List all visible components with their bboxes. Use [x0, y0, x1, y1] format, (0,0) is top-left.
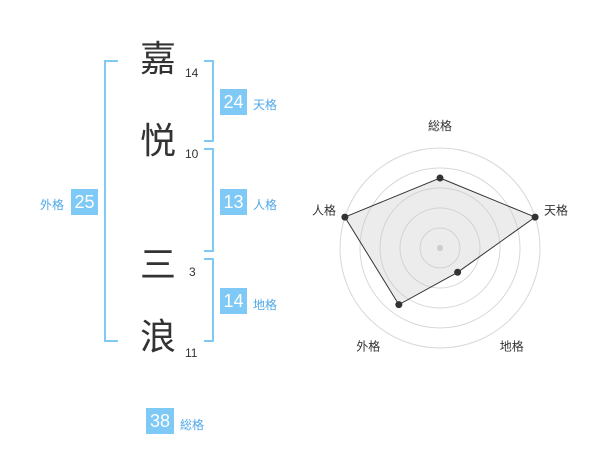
- name-char-2: 悦: [140, 121, 177, 162]
- soukaku-label: 総格: [180, 418, 205, 432]
- radar-ring: [379, 187, 501, 309]
- radar-axis-label-4: 外格: [356, 339, 380, 354]
- stroke-count-1: 14: [185, 66, 199, 80]
- soukaku-value: 38: [146, 408, 174, 434]
- jinkaku-value: 13: [220, 189, 247, 215]
- stroke-count-3: 3: [189, 265, 196, 279]
- radar-point-2: [531, 213, 539, 221]
- radar-point-3: [454, 268, 462, 276]
- radar-center-dot: [437, 245, 443, 251]
- radar-ring: [399, 207, 481, 289]
- chikaku-label: 地格: [253, 298, 278, 312]
- name-char-1: 嘉: [140, 39, 177, 80]
- jinkaku-label: 人格: [253, 198, 278, 212]
- radar-ring: [419, 227, 461, 269]
- radar-series-polygon: [344, 177, 537, 306]
- radar-point-4: [395, 301, 403, 309]
- name-char-3: 三: [140, 245, 177, 286]
- gaikaku-value: 25: [71, 189, 98, 215]
- chikaku-bracket: [204, 258, 214, 342]
- gaikaku-bracket: [104, 60, 118, 342]
- radar-point-5: [341, 213, 349, 221]
- radar-axis-label-1: 総格: [428, 118, 452, 133]
- name-char-4: 浪: [140, 317, 177, 358]
- gaikaku-label: 外格: [40, 198, 65, 212]
- chikaku-value: 14: [220, 288, 247, 314]
- stroke-count-4: 11: [185, 346, 198, 360]
- stroke-count-2: 10: [185, 147, 199, 161]
- radar-axis-label-2: 天格: [544, 202, 568, 217]
- tenkaku-bracket: [204, 60, 214, 142]
- radar-axis-label-5: 人格: [312, 202, 336, 217]
- tenkaku-value: 24: [220, 89, 247, 115]
- radar-ring: [359, 167, 521, 329]
- tenkaku-label: 天格: [253, 98, 278, 112]
- radar-point-1: [436, 174, 444, 182]
- radar-axis-label-3: 地格: [500, 339, 524, 354]
- jinkaku-bracket: [204, 148, 214, 252]
